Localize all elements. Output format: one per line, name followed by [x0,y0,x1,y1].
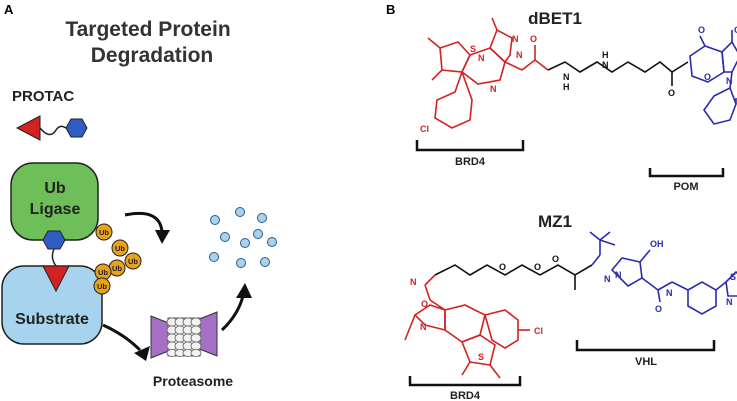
ub-text-1: Ub [99,228,109,237]
dbet1-nh-atom-1: N [563,72,570,82]
dbet1-pom-bracket [648,168,725,178]
mz1-o-atom-3: O [552,254,559,264]
dbet1-title: dBET1 [528,9,582,28]
mz1-cl-atom: Cl [534,326,543,336]
panel-a-letter: A [4,2,14,17]
mz1-vhl-bracket [575,340,716,352]
mz1-o-atom-5: O [655,304,662,314]
ub-text-5: Ub [98,268,108,277]
mz1-o-atom-4: O [421,299,428,309]
mz1-brd4-label: BRD4 [450,390,481,401]
mz1-s-atom-2: S [730,272,736,282]
mz1-peg-linker [434,264,593,290]
dbet1-n-atom-2: N [512,34,519,44]
mz1-n-atom-4: N [726,297,733,307]
ub-chain [93,223,142,295]
protac-hexagon-ligand [65,118,88,138]
proteasome-label: Proteasome [153,373,233,389]
mz1-vhl-structure [589,231,737,315]
dbet1-cl-atom: Cl [420,124,429,134]
mz1-jq1-structure [404,274,530,379]
dbet1-h-atom-1: H [563,82,570,92]
ub-ligase-label-line1: Ub [44,180,66,197]
proteasome-icon [150,311,218,359]
arrow-to-degradation [220,295,245,332]
protac-linker [39,125,67,136]
dbet1-o-atom-2: O [668,88,675,98]
dbet1-nh-atom-2: H [602,50,609,60]
dbet1-pom-label: POM [673,181,698,193]
dbet1-n-atom-6: N [726,76,733,86]
ub-text-6: Ub [97,282,107,291]
mz1-n-atom-2: N [615,270,622,280]
mz1-n-atom-1: N [420,322,427,332]
dbet1-jq1-structure [427,17,549,129]
arrow-ubiquitination [124,211,164,233]
substrate-label: Substrate [15,311,89,328]
mz1-title: MZ1 [538,212,572,231]
substrate-triangle-bound [42,265,70,293]
dbet1-n-atom-1: N [478,53,485,63]
panel-a-title-line1: Targeted Protein [65,18,230,41]
dbet1-n-atom-5: N [602,60,609,70]
dbet1-o-atom-3: O [698,25,705,35]
dbet1-s-atom: S [470,44,476,54]
dbet1-pomalidomide-structure [689,30,737,125]
dbet1-o-atom-4: O [734,25,737,35]
dbet1-brd4-bracket [415,140,525,152]
mz1-o-atom-1: O [499,262,506,272]
mz1-n-atom-3: N [666,288,673,298]
dbet1-n-atom-4: N [490,84,497,94]
arrow-ubiquitination-head [155,230,170,244]
dbet1-linker [547,61,689,86]
dbet1-brd4-label: BRD4 [455,156,486,168]
arrow-to-proteasome-head [134,346,150,361]
dbet1-o-atom-5: O [704,72,711,82]
panel-a-title-line2: Degradation [91,44,214,67]
mz1-vhl-label: VHL [635,356,657,368]
ligase-hexagon-bound [42,230,66,250]
arrow-to-degradation-head [236,283,252,298]
mz1-s-atom: S [478,352,484,362]
protac-triangle-warhead [15,115,41,141]
ub-text-2: Ub [115,244,125,253]
dbet1-n-atom-3: N [516,50,523,60]
ub-text-4: Ub [112,264,122,273]
mz1-oh-atom: OH [650,239,664,249]
mz1-brd4-bracket [408,376,522,387]
protac-label: PROTAC [12,88,74,105]
ub-ligase-label-line2: Ligase [30,201,81,218]
dbet1-o-atom-1: O [530,34,537,44]
ub-text-3: Ub [128,257,138,266]
mz1-o-atom-2: O [534,262,541,272]
peptide-fragments [209,207,277,268]
panel-b-letter: B [386,2,395,17]
bound-linker [51,248,57,267]
mz1-nh-atom: N [604,274,611,284]
mz1-hn-atom: N [410,277,417,287]
arrow-to-proteasome [102,323,142,352]
